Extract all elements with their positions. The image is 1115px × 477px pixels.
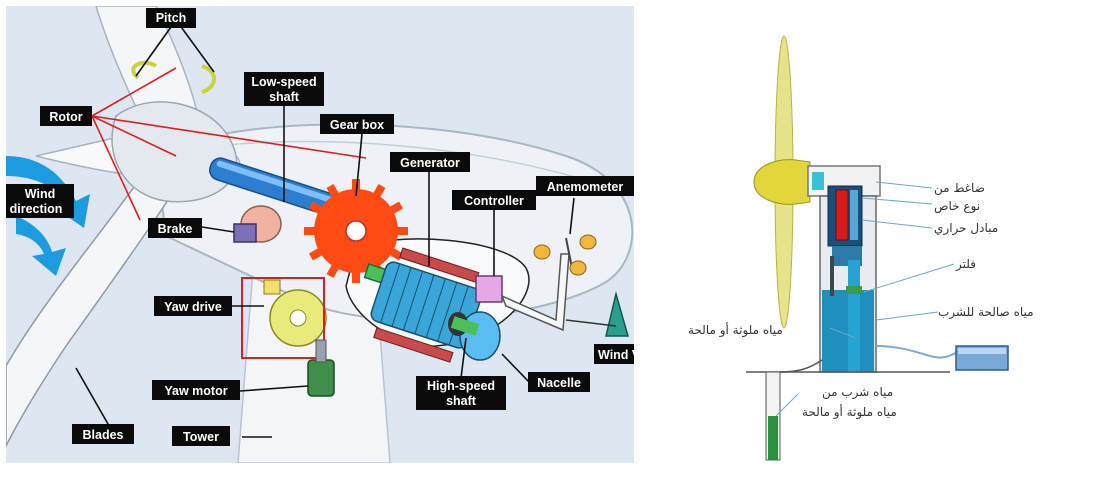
label-wind-vane: Wind Vane bbox=[594, 344, 634, 364]
desalination-illustration: ضاغط من نوع خاص مبادل حراري فلتر مياه صا… bbox=[688, 35, 1034, 461]
heat-exchanger-element bbox=[835, 189, 849, 241]
svg-text:Pitch: Pitch bbox=[156, 11, 187, 25]
svg-text:Yaw drive: Yaw drive bbox=[164, 300, 222, 314]
rotor-hub bbox=[111, 101, 238, 203]
svg-text:Controller: Controller bbox=[464, 194, 524, 208]
svg-text:High-speed: High-speed bbox=[427, 379, 495, 393]
anemometer-device bbox=[533, 234, 597, 276]
label-pitch: Pitch bbox=[146, 8, 196, 28]
label-wind-direction: Wind direction bbox=[6, 184, 74, 218]
yaw-drive-highlight bbox=[241, 277, 325, 359]
label-gear-box: Gear box bbox=[320, 114, 394, 134]
leader-lines bbox=[75, 19, 575, 438]
svg-text:Brake: Brake bbox=[158, 222, 193, 236]
label-drinking-from-polluted-2: مياه ملوثة أو مالحة bbox=[802, 404, 897, 420]
svg-text:Anemometer: Anemometer bbox=[547, 180, 624, 194]
label-blades: Blades bbox=[72, 424, 134, 444]
desal-leader-lines bbox=[775, 181, 955, 417]
svg-text:Nacelle: Nacelle bbox=[537, 376, 581, 390]
svg-text:Tower: Tower bbox=[183, 430, 219, 444]
svg-text:shaft: shaft bbox=[269, 90, 300, 104]
yaw-drive-gear bbox=[269, 289, 327, 347]
svg-text:Generator: Generator bbox=[400, 156, 460, 170]
label-yaw-drive: Yaw drive bbox=[154, 296, 232, 316]
label-low-speed-shaft: Low-speed shaft bbox=[244, 72, 324, 106]
svg-text:direction: direction bbox=[10, 202, 63, 216]
svg-text:Blades: Blades bbox=[83, 428, 124, 442]
wind-turbine-diagram: Pitch Rotor Low-speed shaft Gear box Gen… bbox=[6, 6, 634, 463]
label-generator: Generator bbox=[390, 152, 470, 172]
label-special-compressor-2: نوع خاص bbox=[934, 199, 980, 214]
label-special-compressor-1: ضاغط من bbox=[934, 181, 985, 196]
label-potable-water: مياه صالحة للشرب bbox=[938, 305, 1034, 320]
label-filter: فلتر bbox=[955, 257, 976, 272]
label-brake: Brake bbox=[148, 218, 202, 238]
svg-text:Rotor: Rotor bbox=[49, 110, 82, 124]
svg-text:Low-speed: Low-speed bbox=[251, 75, 316, 89]
wind-vane-device bbox=[605, 291, 629, 337]
label-heat-exchanger: مبادل حراري bbox=[934, 221, 998, 236]
label-nacelle: Nacelle bbox=[528, 372, 590, 392]
label-rotor: Rotor bbox=[40, 106, 92, 126]
svg-text:shaft: shaft bbox=[446, 394, 477, 408]
label-drinking-from-polluted-1: مياه شرب من bbox=[822, 385, 893, 400]
label-yaw-motor: Yaw motor bbox=[152, 380, 240, 400]
svg-text:Wind: Wind bbox=[25, 187, 55, 201]
label-anemometer: Anemometer bbox=[536, 176, 634, 196]
svg-text:Wind Vane: Wind Vane bbox=[598, 348, 634, 362]
controller-box bbox=[475, 275, 503, 303]
label-controller: Controller bbox=[452, 190, 536, 210]
generator bbox=[370, 247, 483, 363]
turbine-hub bbox=[753, 159, 811, 205]
filter-element bbox=[846, 286, 862, 294]
turbine-illustration: Pitch Rotor Low-speed shaft Gear box Gen… bbox=[6, 6, 634, 463]
yaw-motor-device bbox=[307, 359, 335, 397]
label-polluted-water: مياه ملوثة أو مالحة bbox=[688, 322, 783, 338]
desalination-diagram: ضاغط من نوع خاص مبادل حراري فلتر مياه صا… bbox=[680, 20, 1110, 465]
label-high-speed-shaft: High-speed shaft bbox=[416, 376, 506, 410]
svg-text:Gear box: Gear box bbox=[330, 118, 384, 132]
wind-arrow-lower bbox=[16, 216, 66, 276]
label-tower: Tower bbox=[172, 426, 230, 446]
svg-text:Yaw motor: Yaw motor bbox=[164, 384, 227, 398]
pointer-lines bbox=[91, 67, 367, 221]
